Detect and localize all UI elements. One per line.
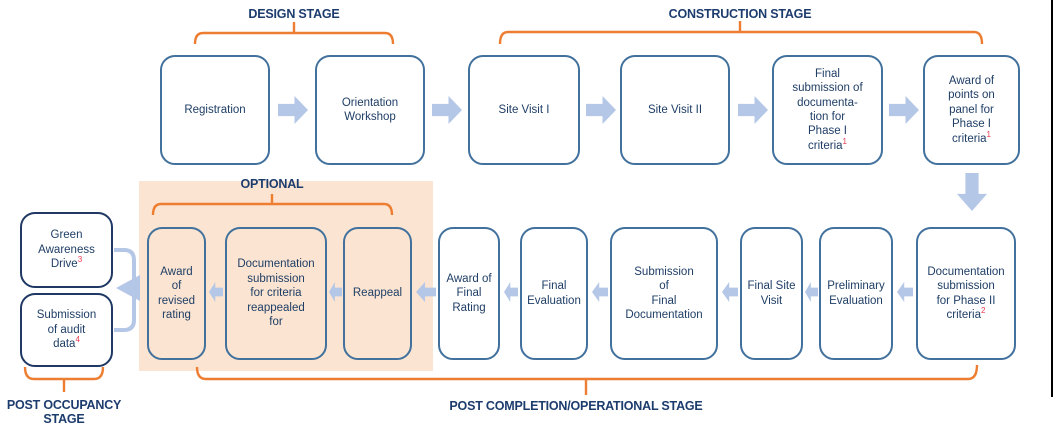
arrow-right-icon [586, 96, 616, 124]
arrow-left-icon [722, 282, 738, 302]
footnote-ref-2: 2 [981, 306, 986, 316]
post-completion-stage-label: POST COMPLETION/OPERATIONAL STAGE [449, 399, 703, 413]
box-label: Submission of Final Documentation [625, 265, 703, 321]
arrow-right-icon [738, 96, 768, 124]
box-label: Registration [184, 103, 246, 116]
construction-stage-bracket [498, 21, 984, 45]
flow-box-final-site-visit: Final Site Visit [740, 227, 803, 360]
flow-box-registration: Registration [160, 55, 270, 165]
arrow-left-icon [592, 282, 608, 302]
flow-box-award-points-phase1: Award of points on panel for Phase I cri… [923, 55, 1020, 165]
footnote-ref-1: 1 [842, 137, 847, 147]
box-label: Submission of audit data [36, 309, 97, 351]
footnote-ref-3: 3 [77, 255, 83, 265]
box-label: Orientation Workshop [341, 96, 399, 123]
flow-box-doc-submission-phase2: Documentation submission for Phase II cr… [916, 227, 1016, 360]
arrow-right-icon [432, 96, 462, 124]
box-label: Final Site Visit [747, 280, 796, 307]
arrow-left-icon [504, 282, 518, 302]
box-label: Reappeal [352, 287, 403, 300]
design-stage-bracket [193, 22, 395, 45]
post-occupancy-bracket [23, 366, 105, 392]
box-label: Site Visit I [498, 103, 550, 116]
box-label: Green Awareness Drive [38, 229, 95, 271]
flow-box-preliminary-evaluation: Preliminary Evaluation [819, 227, 893, 360]
flow-box-reappeal: Reappeal [343, 227, 412, 360]
flow-box-site-visit-1: Site Visit I [468, 55, 580, 165]
arrow-right-icon [889, 96, 919, 124]
construction-stage-label: CONSTRUCTION STAGE [668, 7, 812, 21]
flow-box-green-awareness-drive: Green Awareness Drive3 [20, 212, 113, 288]
box-label: Preliminary Evaluation [827, 280, 885, 307]
flow-box-site-visit-2: Site Visit II [620, 55, 730, 165]
flow-box-orientation-workshop: Orientation Workshop [315, 55, 425, 165]
arrow-left-icon [897, 282, 913, 302]
optional-label: OPTIONAL [240, 177, 304, 191]
box-label: Award of revised rating [157, 265, 196, 321]
flow-box-submission-audit-data: Submission of audit data4 [20, 293, 113, 367]
box-label: Documentation submission for Phase II cr… [927, 265, 1005, 321]
box-label: Award of points on panel for Phase I cri… [948, 74, 995, 145]
flow-box-award-final-rating: Award of Final Rating [438, 227, 500, 360]
arrow-down-icon [957, 173, 987, 211]
arrow-right-icon [278, 96, 308, 124]
flow-box-award-revised-rating: Award of revised rating [147, 227, 206, 360]
flow-box-final-evaluation: Final Evaluation [520, 227, 588, 360]
flow-box-submission-final-documentation: Submission of Final Documentation [610, 227, 718, 360]
design-stage-label: DESIGN STAGE [248, 7, 340, 21]
flow-box-doc-submission-reappealed: Documentation submission for criteria re… [225, 227, 327, 360]
arrow-left-icon [805, 282, 818, 302]
box-label: Final Evaluation [527, 280, 581, 307]
box-label: Award of Final Rating [446, 272, 492, 314]
post-occupancy-stage-label: POST OCCUPANCY STAGE [6, 398, 122, 426]
box-label: Site Visit II [647, 103, 703, 116]
fork-arrowhead-left-icon [116, 275, 140, 301]
box-label: Documentation submission for criteria re… [237, 258, 315, 329]
footnote-ref-4: 4 [75, 335, 80, 345]
footnote-ref-1: 1 [986, 129, 991, 139]
box-label: Final submission of documenta- tion for … [792, 67, 863, 152]
fork-connector [114, 248, 136, 332]
flow-box-final-submission-phase1: Final submission of documenta- tion for … [772, 55, 883, 165]
